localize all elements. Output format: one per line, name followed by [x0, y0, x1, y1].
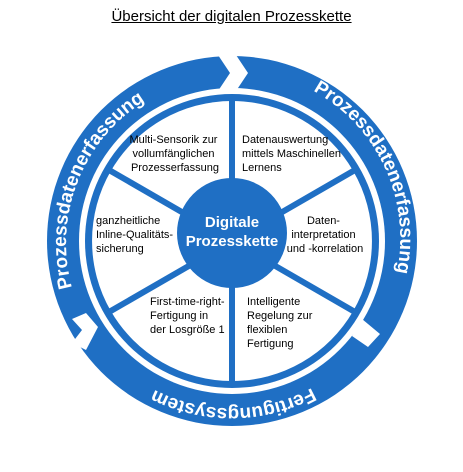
segment-text-left: ganzheitliche Inline-Qualitäts- sicherun…	[96, 215, 176, 255]
ring-arrow-right	[344, 314, 380, 347]
segment-text-bottom-right: Intelligente Regelung zur flexiblen Fert…	[247, 296, 316, 350]
segment-right	[232, 171, 372, 311]
segment-text-top-left: Multi-Sensorik zur vollumfänglichen Proz…	[129, 134, 220, 174]
center-label-line1: Digitale	[205, 214, 259, 231]
page-title: Übersicht der digitalen Prozesskette	[111, 8, 352, 25]
center-label-line2: Prozesskette	[186, 233, 279, 250]
segment-left	[92, 171, 232, 311]
ring-arrow-top	[218, 55, 248, 91]
center-hub	[177, 178, 287, 288]
ring-arrow-left	[72, 313, 98, 350]
segment-text-bottom-left: First-time-right- Fertigung in der Losgr…	[150, 296, 228, 336]
segment-text-top-right: Datenauswertung mittels Maschinellen Ler…	[242, 134, 344, 174]
segment-text-right: Daten- interpretation und -korrelation	[287, 215, 363, 255]
